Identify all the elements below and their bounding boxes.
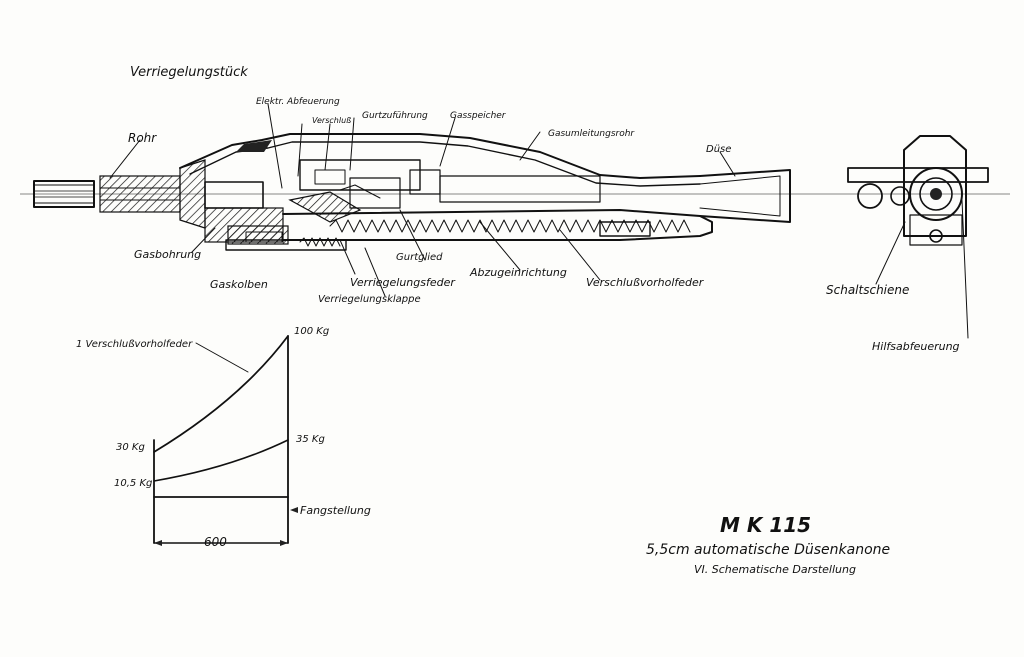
leader-lines <box>109 103 969 339</box>
label-curve: 1 Verschlußvorholfeder <box>76 339 193 350</box>
label-abzugeinrichtung: Abzugeinrichtung <box>469 266 567 279</box>
label-gasumleitungsrohr: Gasumleitungsrohr <box>548 129 635 139</box>
internal-mechanism <box>288 159 601 223</box>
label-duese: Düse <box>706 144 731 155</box>
label-schaltschiene: Schaltschiene <box>826 283 909 297</box>
force-curve-lower <box>153 439 289 482</box>
breech-block <box>179 159 289 245</box>
label-gasbohrung: Gasbohrung <box>134 248 201 261</box>
dim-arrow-left <box>154 540 162 546</box>
cannon-front-view <box>847 135 989 246</box>
label-verriegelungsstueck: Verriegelungstück <box>130 65 248 80</box>
label-verschlussvorholfeder: Verschlußvorholfeder <box>586 276 705 289</box>
label-verriegelungsfeder: Verriegelungsfeder <box>350 276 456 289</box>
spring-force-diagram: 1 Verschlußvorholfeder 100 Kg 35 Kg 30 K… <box>76 326 371 549</box>
label-top-left: 30 Kg <box>116 442 145 453</box>
label-top-right: 100 Kg <box>294 326 329 337</box>
title-designation: M K 115 <box>720 513 811 537</box>
title-subtitle: VI. Schematische Darstellung <box>694 563 856 576</box>
label-rohr: Rohr <box>128 131 157 145</box>
label-hilfsabfeuerung: Hilfsabfeuerung <box>872 340 960 353</box>
label-gasspeicher: Gasspeicher <box>450 111 507 121</box>
label-verriegelungsklappe: Verriegelungsklappe <box>318 294 421 305</box>
label-verschluss: Verschluß <box>312 116 351 125</box>
label-fangstellung: Fangstellung <box>300 504 371 517</box>
label-bottom-left: 10,5 Kg <box>114 478 152 489</box>
label-gurtzufuehrung: Gurtzuführung <box>362 111 428 121</box>
label-mid-right: 35 Kg <box>296 434 325 445</box>
title-name: 5,5cm automatische Düsenkanone <box>646 542 890 558</box>
force-curve-upper <box>153 335 289 453</box>
label-gurtglied: Gurtglied <box>396 252 443 263</box>
label-stroke: 600 <box>204 535 227 549</box>
title-block: M K 115 5,5cm automatische Düsenkanone V… <box>646 513 890 576</box>
lower-body <box>225 209 713 251</box>
fangstellung-arrow <box>290 507 298 513</box>
part-labels: Verriegelungstück Rohr Elektr. Abfeuerun… <box>128 65 960 353</box>
recoil-spring <box>329 219 691 233</box>
nozzle <box>699 169 791 223</box>
gas-bypass-tube <box>179 133 701 187</box>
cannon-side-view <box>20 133 1010 251</box>
dim-arrow-right <box>280 540 288 546</box>
curve-leader <box>195 342 249 373</box>
label-elektr-abfeuerung: Elektr. Abfeuerung <box>256 97 340 107</box>
label-gaskolben: Gaskolben <box>210 278 268 291</box>
